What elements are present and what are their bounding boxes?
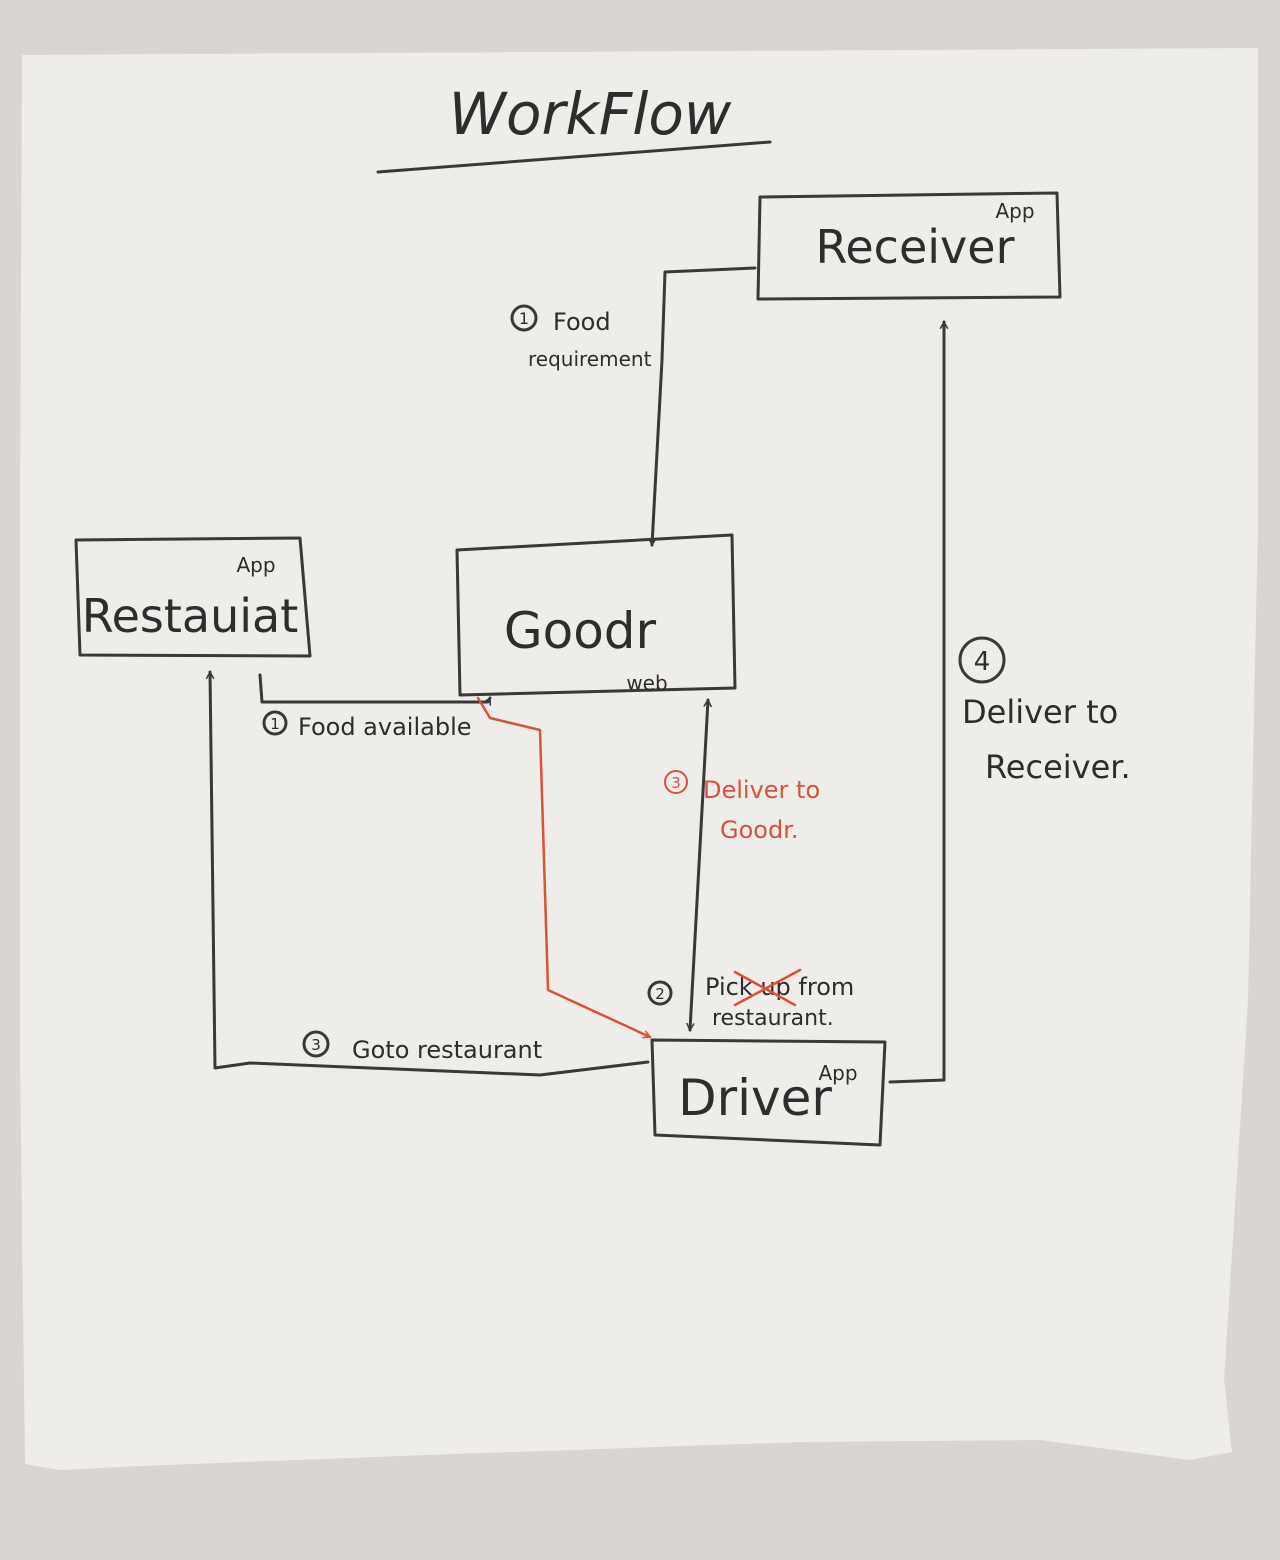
edge-goto-restaurant: 3 Goto restaurant bbox=[210, 672, 650, 1077]
restaurant-label: Restauiat bbox=[82, 589, 299, 643]
edge-food-requirement: 1 Food requirement bbox=[510, 266, 757, 545]
receiver-node: Receiver App bbox=[756, 191, 1062, 301]
edge-food-available: 1 Food available bbox=[258, 673, 492, 741]
food-requirement-line1: Food bbox=[553, 308, 611, 336]
goodr-label: Goodr bbox=[504, 602, 657, 660]
pick-up-strikethrough bbox=[733, 968, 802, 1007]
pick-up-line2: restaurant. bbox=[712, 1006, 834, 1031]
receiver-app-tag: App bbox=[995, 199, 1034, 223]
food-requirement-line2: requirement bbox=[528, 347, 652, 371]
deliver-to-goodr-line2: Goodr. bbox=[720, 816, 799, 844]
edge-pick-up: 2 Pick up from restaurant. bbox=[647, 968, 854, 1031]
diagram-title: WorkFlow bbox=[449, 80, 732, 148]
restaurant-app-tag: App bbox=[236, 553, 275, 577]
goodr-web-tag: web bbox=[626, 671, 667, 695]
deliver-to-receiver-line1: Deliver to bbox=[962, 693, 1118, 731]
driver-label: Driver bbox=[678, 1069, 832, 1127]
driver-app-tag: App bbox=[818, 1061, 857, 1085]
goto-restaurant-label: Goto restaurant bbox=[352, 1036, 542, 1064]
food-available-step: 1 bbox=[270, 715, 280, 733]
receiver-label: Receiver bbox=[815, 220, 1014, 274]
edge-pickup-path-red bbox=[476, 696, 650, 1037]
edge-deliver-to-receiver: 4 Deliver to Receiver. bbox=[888, 320, 1131, 1084]
pick-up-step: 2 bbox=[655, 985, 665, 1003]
food-requirement-step: 1 bbox=[519, 309, 529, 328]
goto-restaurant-step: 3 bbox=[311, 1036, 321, 1054]
deliver-to-goodr-line1: Deliver to bbox=[703, 776, 820, 804]
deliver-to-receiver-line2: Receiver. bbox=[985, 748, 1131, 786]
paper-sheet bbox=[20, 48, 1258, 1470]
food-available-label: Food available bbox=[298, 713, 472, 741]
edge-deliver-to-goodr: 3 Deliver to Goodr. bbox=[664, 700, 820, 1030]
driver-node: Driver App bbox=[650, 1038, 887, 1147]
restaurant-node: Restauiat App bbox=[74, 536, 312, 658]
title-underline bbox=[376, 140, 772, 174]
deliver-to-goodr-step: 3 bbox=[671, 774, 681, 792]
goodr-node: Goodr web bbox=[455, 533, 737, 697]
deliver-to-receiver-step: 4 bbox=[974, 647, 991, 677]
